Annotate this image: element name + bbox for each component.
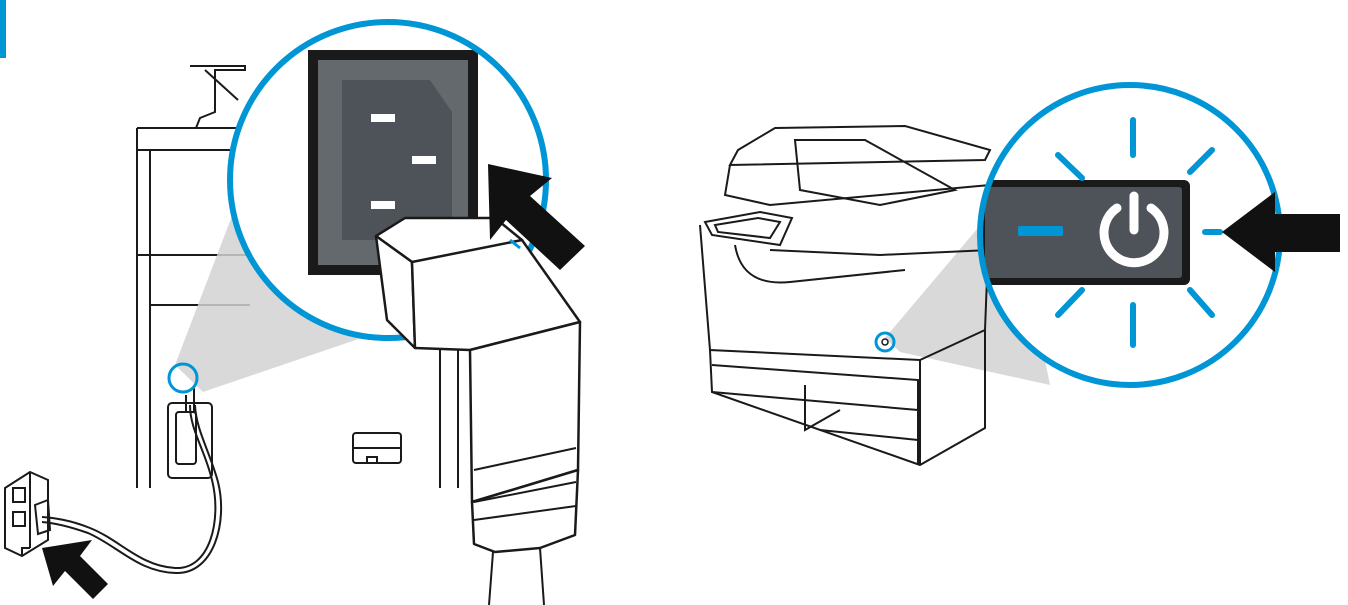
accent-bar: [0, 0, 6, 58]
insert-plug-arrow: [488, 164, 585, 270]
wall-outlet: [4, 470, 52, 558]
power-plug-closeup: [374, 216, 582, 605]
power-cord: [41, 404, 217, 570]
wall-outlet-arrow: [42, 540, 108, 599]
power-button-zoom: [977, 82, 1283, 388]
light-rays: [1055, 117, 1223, 348]
power-inlet-housing: [167, 388, 213, 479]
power-inlet-highlight: [167, 362, 199, 394]
press-power-button-arrow: [1222, 192, 1340, 272]
printer-front-body: [699, 124, 992, 467]
power-icon: [1099, 191, 1169, 268]
power-button-highlight: [874, 331, 896, 353]
